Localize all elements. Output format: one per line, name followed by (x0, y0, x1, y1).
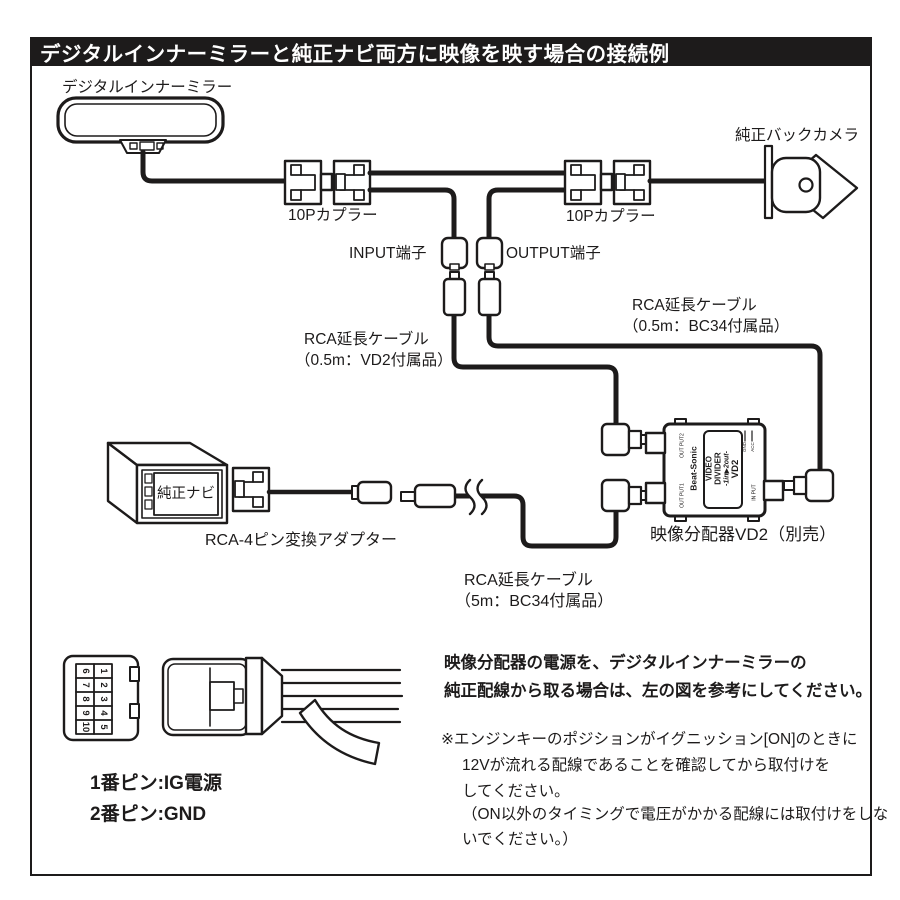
vd2-port-in-label: IN PUT (751, 484, 758, 501)
caution-note-line5: いでください。） (462, 831, 578, 848)
output-branch-wire (486, 187, 568, 241)
mirror-label: デジタルインナーミラー (62, 79, 233, 96)
rca-05-vd2-label-line1: RCA延長ケーブル (304, 331, 429, 348)
rca-05-vd2-cable (451, 312, 619, 427)
title-bar: デジタルインナーミラーと純正ナビ両方に映像を映す場合の接続例 (30, 37, 872, 66)
figure-title: デジタルインナーミラーと純正ナビ両方に映像を映す場合の接続例 (40, 42, 670, 66)
rca-adapter-caption: RCA-4ピン変換アダプター (205, 532, 398, 549)
vd2-name-line2: DIVIDER (713, 452, 722, 485)
mirror-cable (140, 149, 288, 184)
coupler-left-drawing (283, 159, 372, 206)
l-plug-out2 (600, 422, 651, 457)
navi-screen-label: 純正ナビ (157, 485, 215, 502)
caution-note-line2: 12Vが流れる配線であることを確認してから取付けを (462, 757, 830, 774)
coupler-left-label: 10Pカプラー (288, 207, 378, 224)
caution-note-line4: （ON以外のタイミングで電圧がかかる配線には取付けをしな (462, 806, 889, 823)
pin-face-drawing (62, 654, 140, 742)
output-plug (477, 271, 502, 317)
vd2-port-out1-label: OUT PUT1 (679, 483, 686, 508)
video-divider-vd2-drawing (644, 418, 785, 522)
back-camera-label: 純正バックカメラ (735, 127, 860, 144)
pin2-note: 2番ピン:GND (90, 804, 207, 825)
coupler-right-label: 10Pカプラー (566, 208, 656, 225)
rca-5m-cable-drawing (400, 478, 619, 549)
input-terminal-label: INPUT端子 (349, 245, 427, 262)
power-note-line2: 純正配線から取る場合は、左の図を参考にしてください。 (444, 682, 873, 700)
vd2-name-line1: VIDEO (704, 456, 713, 481)
vd2-model-label: VD2 (730, 459, 742, 479)
l-plug-out1 (600, 478, 651, 513)
caution-note-line1: ※エンジンキーのポジションがイグニッション[ON]のときに (441, 731, 858, 748)
coupler-right-drawing (563, 159, 652, 206)
output-jack (475, 236, 504, 271)
vd2-brand-label: Beat-Sonic (688, 446, 699, 491)
vd2-port-out2-label: OUT PUT2 (679, 433, 686, 458)
pin1-note: 1番ピン:IG電源 (90, 773, 222, 794)
rca-5m-label-line1: RCA延長ケーブル (464, 572, 593, 589)
adapter-connector-drawing (231, 466, 393, 513)
pin-number-10: 10 (79, 721, 91, 733)
rca-05-bc34-label-line1: RCA延長ケーブル (632, 297, 757, 314)
rca-05-bc34-label-line2: （0.5m：BC34付属品） (623, 318, 790, 335)
vd2-acc-label: ACC (749, 442, 755, 452)
rca-05-vd2-label-line2: （0.5m：VD2付属品） (295, 352, 453, 369)
mirror-drawing (56, 96, 225, 154)
pin-number-5: 5 (97, 724, 109, 730)
back-camera-drawing (763, 144, 859, 220)
power-note-line1: 映像分配器の電源を、デジタルインナーミラーの (444, 654, 807, 672)
l-plug-in (783, 468, 835, 503)
navi-unit-drawing (106, 441, 229, 525)
rca-05-bc34-cable (486, 312, 823, 473)
output-terminal-label: OUTPUT端子 (506, 245, 601, 262)
input-plug (442, 271, 467, 317)
connector-side-drawing (161, 656, 404, 766)
input-jack (440, 236, 469, 271)
rca-5m-label-line2: （5m：BC34付属品） (455, 593, 614, 610)
vd2-gnd-label: GND (741, 442, 747, 452)
input-branch-wire (367, 187, 457, 241)
caution-note-line3: してください。 (462, 783, 570, 800)
video-divider-caption: 映像分配器VD2（別売） (650, 525, 837, 544)
